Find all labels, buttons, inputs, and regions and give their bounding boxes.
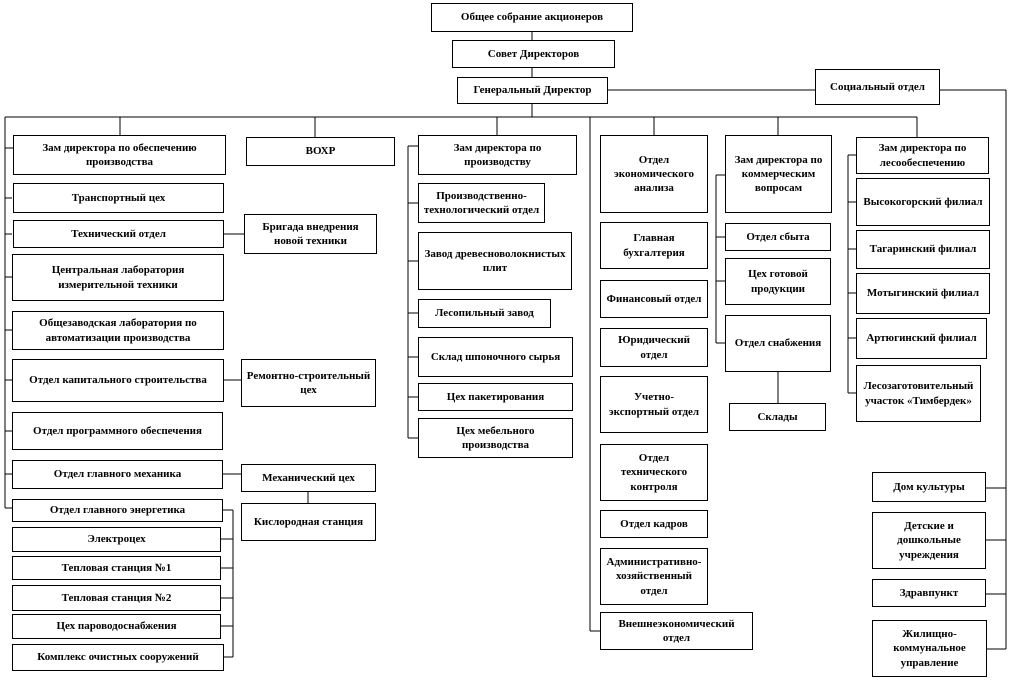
deputy-commercial-box: Зам директора по коммерческим вопросам: [725, 135, 832, 213]
tech-dept-box: Технический отдел: [13, 220, 224, 248]
quality-control-box: Отдел технического контроля: [600, 444, 708, 501]
logging-site-box: Лесозаготовительный участок «Тимбердек»: [856, 365, 981, 422]
admin-dept-box: Административно-хозяйственный отдел: [600, 548, 708, 605]
kindergartens-box: Детские и дошкольные учреждения: [872, 512, 986, 569]
electro-shop-box: Электроцех: [12, 527, 221, 552]
board-box: Совет Директоров: [452, 40, 615, 68]
housing-box: Жилищно-коммунальное управление: [872, 620, 987, 677]
oxygen-station-box: Кислородная станция: [241, 503, 376, 541]
shareholders-box: Общее собрание акционеров: [431, 3, 633, 32]
export-dept-box: Учетно-экспортный отдел: [600, 376, 708, 433]
legal-dept-box: Юридический отдел: [600, 328, 708, 367]
steam-water-shop-box: Цех пароводоснабжения: [12, 614, 221, 639]
social-dept-box: Социальный отдел: [815, 69, 940, 105]
innovation-team-box: Бригада внедрения новой техники: [244, 214, 377, 254]
deputy-production-box: Зам директора по производству: [418, 135, 577, 175]
mechanical-shop-box: Механический цех: [241, 464, 376, 492]
transport-shop-box: Транспортный цех: [13, 183, 224, 213]
deputy-forest-box: Зам директора по лесообеспечению: [856, 137, 989, 174]
econ-analysis-box: Отдел экономического анализа: [600, 135, 708, 213]
supply-dept-box: Отдел снабжения: [725, 315, 831, 372]
culture-house-box: Дом культуры: [872, 472, 986, 502]
treatment-complex-box: Комплекс очистных сооружений: [12, 644, 224, 671]
packing-shop-box: Цех пакетирования: [418, 383, 573, 411]
chief-mechanic-box: Отдел главного механика: [12, 460, 223, 489]
health-post-box: Здравпункт: [872, 579, 986, 607]
branch-tagarinsky-box: Тагаринский филиал: [856, 230, 990, 269]
finished-goods-shop-box: Цех готовой продукции: [725, 258, 831, 305]
sawmill-box: Лесопильный завод: [418, 299, 551, 328]
central-lab-box: Центральная лаборатория измерительной те…: [12, 254, 224, 301]
repair-construction-shop-box: Ремонтно-строительный цех: [241, 359, 376, 407]
capital-construction-box: Отдел капитального строительства: [12, 359, 224, 402]
finance-dept-box: Финансовый отдел: [600, 280, 708, 318]
furniture-shop-box: Цех мебельного производства: [418, 418, 573, 458]
heat-station-1-box: Тепловая станция №1: [12, 556, 221, 580]
prod-tech-dept-box: Производственно-технологический отдел: [418, 183, 545, 223]
chief-accounting-box: Главная бухгалтерия: [600, 222, 708, 269]
fiberboard-plant-box: Завод древесноволокнистых плит: [418, 232, 572, 290]
ceo-box: Генеральный Директор: [457, 77, 608, 104]
chief-energy-box: Отдел главного энергетика: [12, 499, 223, 522]
software-dept-box: Отдел программного обеспечения: [12, 412, 223, 450]
deputy-support-box: Зам директора по обеспечению производств…: [13, 135, 226, 175]
sales-dept-box: Отдел сбыта: [725, 223, 831, 251]
vohr-box: ВОХР: [246, 137, 395, 166]
warehouses-box: Склады: [729, 403, 826, 431]
branch-vysokogorsky-box: Высокогорский филиал: [856, 178, 990, 226]
heat-station-2-box: Тепловая станция №2: [12, 585, 221, 611]
automation-lab-box: Общезаводская лаборатория по автоматизац…: [12, 311, 224, 350]
branch-motyginsky-box: Мотыгинский филиал: [856, 273, 990, 314]
branch-artyugino-box: Артюгинский филиал: [856, 318, 987, 359]
foreign-econ-dept-box: Внешнеэкономический отдел: [600, 612, 753, 650]
veneer-store-box: Склад шпоночного сырья: [418, 337, 573, 377]
hr-dept-box: Отдел кадров: [600, 510, 708, 538]
